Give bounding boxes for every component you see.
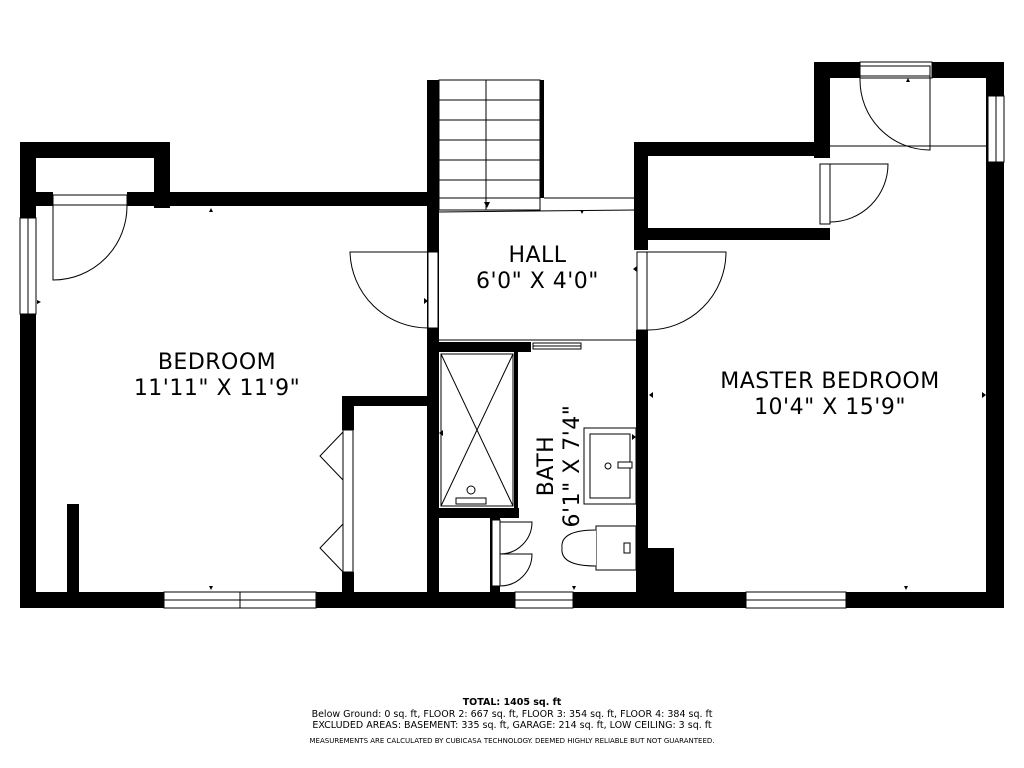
room-label-bedroom: BEDROOM 11'11" X 11'9" bbox=[117, 350, 317, 402]
room-outlines bbox=[438, 79, 986, 507]
room-name: HALL bbox=[508, 243, 567, 268]
room-size: 6'1" X 7'4" bbox=[560, 404, 585, 528]
disclaimer: MEASUREMENTS ARE CALCULATED BY CUBICASA … bbox=[309, 736, 715, 745]
room-name: MASTER BEDROOM bbox=[720, 369, 940, 394]
exterior-walls bbox=[20, 62, 1004, 608]
room-name: BEDROOM bbox=[157, 350, 277, 375]
room-label-hall: HALL 6'0" X 4'0" bbox=[455, 243, 620, 295]
dimension-markers bbox=[37, 78, 986, 590]
floor-areas: Below Ground: 0 sq. ft, FLOOR 2: 667 sq.… bbox=[311, 708, 713, 720]
fixtures bbox=[455, 427, 637, 571]
room-size: 6'0" X 4'0" bbox=[476, 269, 599, 294]
room-size: 10'4" X 15'9" bbox=[754, 395, 906, 420]
room-size: 11'11" X 11'9" bbox=[133, 376, 301, 401]
room-label-bath: BATH 6'1" X 7'4" bbox=[534, 376, 586, 556]
doors bbox=[52, 65, 931, 587]
area-summary: TOTAL: 1405 sq. ft Below Ground: 0 sq. f… bbox=[212, 697, 812, 747]
excluded-areas: EXCLUDED AREAS: BASEMENT: 335 sq. ft, GA… bbox=[312, 720, 712, 731]
total-area: TOTAL: 1405 sq. ft bbox=[462, 697, 562, 708]
room-label-master-bedroom: MASTER BEDROOM 10'4" X 15'9" bbox=[690, 369, 970, 421]
room-name: BATH bbox=[534, 435, 559, 497]
